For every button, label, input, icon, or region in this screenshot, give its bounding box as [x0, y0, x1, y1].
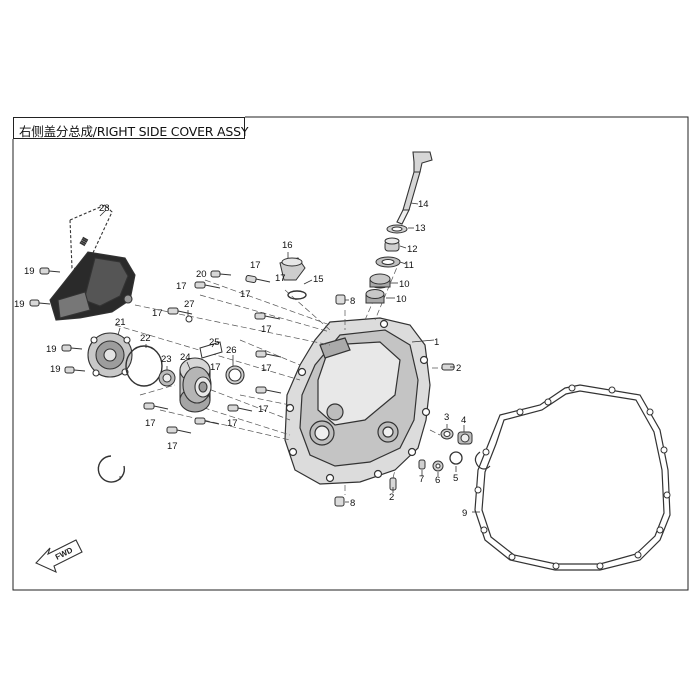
- gasket-part: [474, 384, 671, 571]
- bearing-part-4: [457, 431, 473, 445]
- callout-11: 11: [404, 260, 414, 271]
- callout-19a: 19: [24, 266, 35, 277]
- o-ring-part-15: [287, 290, 307, 300]
- dowel-pin-part-8b: [334, 496, 345, 507]
- callout-17k: 17: [167, 441, 178, 452]
- callout-12: 12: [407, 244, 418, 255]
- callout-24: 25: [209, 337, 220, 348]
- callout-4: 4: [461, 415, 466, 426]
- seal-part-25: [225, 365, 245, 385]
- callout-17i: 17: [145, 418, 156, 429]
- o-ring-part-21: [125, 345, 163, 387]
- leader-lines: [99, 202, 480, 513]
- assembly-guide-lines: [114, 259, 445, 495]
- callout-14: 14: [418, 199, 429, 210]
- callout-17h: 17: [258, 404, 269, 415]
- callout-2b: 2: [389, 492, 394, 503]
- bolts-part-17: [143, 274, 282, 434]
- circlip-part-5: [449, 451, 463, 465]
- bearing-part-10b: [365, 289, 385, 304]
- callout-16: 16: [282, 240, 293, 251]
- svg-text:IIII: IIII: [80, 237, 90, 247]
- callout-25: 26: [226, 345, 237, 356]
- callout-23: 24: [180, 352, 191, 363]
- filter-cover-part-20: [87, 332, 133, 378]
- dipstick-part: [396, 151, 433, 225]
- diagram-title: 右侧盖分总成/RIGHT SIDE COVER ASSY: [19, 124, 249, 139]
- callout-17g: 17: [210, 362, 221, 373]
- callout-6: 6: [435, 475, 440, 486]
- callout-17e: 17: [261, 324, 272, 335]
- callout-19d: 19: [50, 364, 61, 375]
- callout-8b: 8: [350, 498, 355, 509]
- callout-26: 27: [184, 299, 195, 310]
- callout-19b: 19: [14, 299, 25, 310]
- dowel-pin-part-8a: [335, 294, 346, 305]
- breather-cap-part-16: [279, 257, 306, 281]
- callout-15: 15: [313, 274, 324, 285]
- callout-27: 28: [99, 203, 110, 214]
- callout-17j: 17: [227, 418, 238, 429]
- diagram-title-box: 右侧盖分总成/RIGHT SIDE COVER ASSY: [13, 117, 249, 139]
- seal-part-11: [375, 256, 401, 268]
- callout-1: 1: [434, 337, 439, 348]
- forward-direction-arrow: FWD: [35, 539, 83, 574]
- callout-20: 21: [115, 317, 126, 328]
- callout-19e: 20: [196, 269, 207, 280]
- callout-17a: 17: [250, 260, 261, 271]
- washer-part-6: [432, 460, 444, 472]
- callout-17l: 17: [240, 289, 251, 300]
- callout-3: 3: [444, 412, 449, 423]
- collar-part-12: [384, 237, 400, 252]
- callout-labels: 1 2 2 3 4 5 6 7 8 8 9 10 10 11 12 13 14 …: [14, 199, 467, 519]
- bushing-part-3: [440, 428, 454, 440]
- callout-7: 7: [419, 474, 424, 485]
- spring-part-22: [158, 369, 176, 387]
- callout-22: 23: [161, 354, 172, 365]
- callout-8a: 8: [350, 296, 355, 307]
- label-plate-part-24: [199, 341, 223, 359]
- filter-housing-part-27: IIII: [49, 204, 136, 321]
- callout-17d: 17: [152, 308, 163, 319]
- callout-10a: 10: [399, 279, 410, 290]
- oil-filter-part-23: [179, 357, 212, 413]
- callout-21: 22: [140, 333, 151, 344]
- callout-17b: 17: [176, 281, 187, 292]
- callout-17c: 17: [275, 273, 286, 284]
- callout-9: 9: [462, 508, 467, 519]
- callout-10b: 10: [396, 294, 407, 305]
- bearing-part-10a: [369, 273, 391, 289]
- callout-19c: 19: [46, 344, 57, 355]
- seal-part-13: [386, 224, 408, 234]
- pin-part-26: [185, 315, 193, 323]
- callout-17f: 17: [261, 363, 272, 374]
- bolts-part-19: [29, 267, 232, 374]
- callout-13: 13: [415, 223, 426, 234]
- circlip-part-28: [97, 455, 126, 483]
- diagram-border: [12, 116, 689, 591]
- right-side-cover-part: [284, 317, 431, 485]
- pin-part-7: [418, 459, 426, 470]
- callout-5: 5: [453, 473, 458, 484]
- callout-2a: 2: [456, 363, 461, 374]
